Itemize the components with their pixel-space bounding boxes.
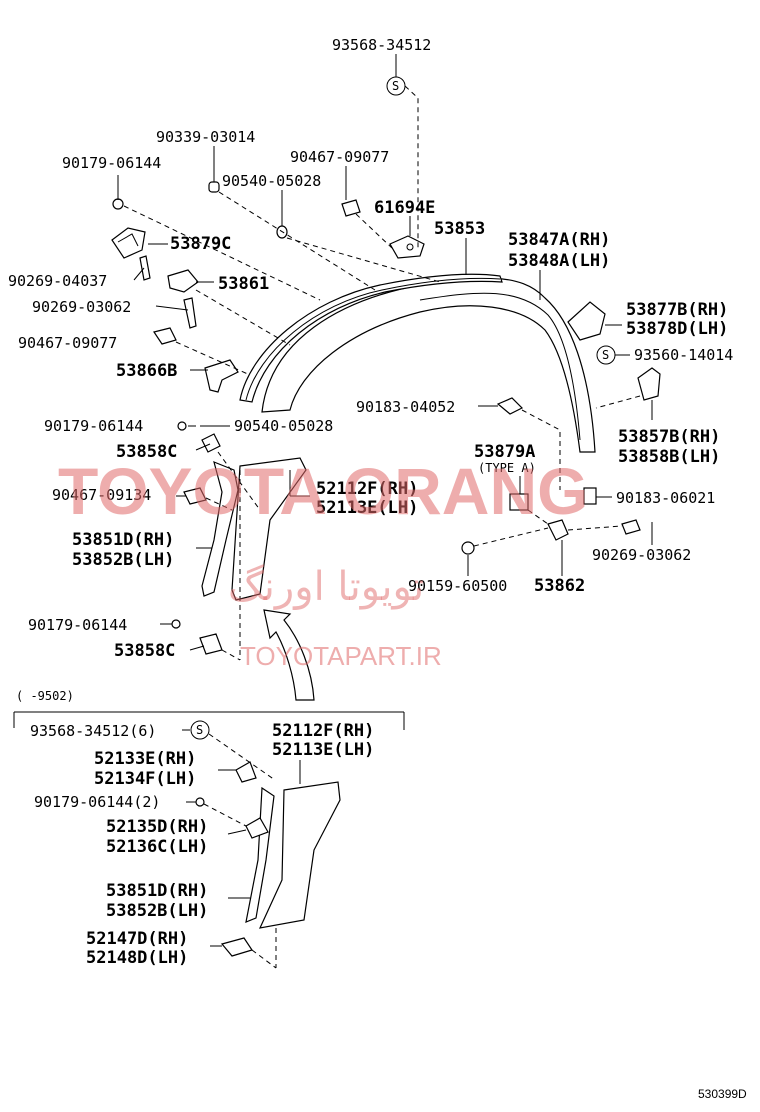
clip-53861 (167, 269, 199, 293)
label-90179-06144-2: 90179-06144(2) (34, 793, 160, 811)
s-mark-text: S (196, 723, 203, 737)
label-53852b-b: 53852B(LH) (106, 901, 208, 921)
label-53858c-b: 53858C (114, 641, 175, 661)
s-mark-text: S (392, 79, 399, 93)
seal-strip-upper (201, 460, 239, 597)
small-fasteners-top (112, 181, 361, 345)
s-mark-top: S (386, 76, 406, 96)
label-53858c: 53858C (116, 442, 177, 462)
label-53858b: 53858B(LH) (618, 447, 720, 467)
s-mark-lower: S (190, 720, 210, 740)
label-53866b: 53866B (116, 361, 177, 381)
label-53847a: 53847A(RH) (508, 230, 610, 250)
label-52134f: 52134F(LH) (94, 769, 196, 789)
watermark-site: TOYOTAPART.IR (240, 641, 442, 671)
diagram-code: 530399D (698, 1087, 747, 1101)
label-90179-06144: 90179-06144 (62, 154, 161, 172)
label-53852b: 53852B(LH) (72, 550, 174, 570)
label-53851d-b: 53851D(RH) (106, 881, 208, 901)
label-53877b: 53877B(RH) (626, 300, 728, 320)
watermark-latin: TOYOTA ORANG (58, 454, 588, 528)
part-number-labels: 93568-34512 90339-03014 90179-06144 9046… (8, 36, 747, 1101)
lower-clips (195, 761, 269, 957)
garnish-lower-52112f (258, 781, 341, 929)
label-52113e: 52113E(LH) (316, 498, 418, 518)
clip-90183-04052 (496, 397, 524, 415)
label-90159-60500: 90159-60500 (408, 577, 507, 595)
label-52136c: 52136C(LH) (106, 837, 208, 857)
label-52113e-b: 52113E(LH) (272, 740, 374, 760)
label-90183-04052: 90183-04052 (356, 398, 455, 416)
seal-strip-lower (245, 786, 275, 923)
label-90179-06144-b: 90179-06144 (44, 417, 143, 435)
watermark-persian: تویوتا اورنگ (228, 564, 424, 610)
retainer-53879c (111, 227, 146, 259)
label-61694e: 61694E (374, 198, 435, 218)
lower-group-bracket (13, 711, 405, 730)
bracket-53866b (204, 359, 239, 393)
label-range: ( -9502) (16, 689, 74, 703)
label-52112f-b: 52112F(RH) (272, 721, 374, 741)
label-52135d: 52135D(RH) (106, 817, 208, 837)
garnish-upper-52112f (231, 457, 307, 601)
clip-61694e (389, 235, 425, 259)
clips-middle-right (461, 487, 641, 555)
label-52147d: 52147D(RH) (86, 929, 188, 949)
label-53879c: 53879C (170, 234, 231, 254)
label-90269-04037: 90269-04037 (8, 272, 107, 290)
label-90467-09134: 90467-09134 (52, 486, 151, 504)
label-93560-14014: 93560-14014 (634, 346, 733, 364)
bracket-53857b (637, 367, 661, 401)
leader-lines (117, 54, 653, 969)
label-53879a: 53879A (474, 442, 535, 462)
label-90540-05028-b: 90540-05028 (234, 417, 333, 435)
label-53861: 53861 (218, 274, 269, 294)
label-53851d: 53851D(RH) (72, 530, 174, 550)
bracket-53877b (567, 301, 606, 341)
label-93568-34512: 93568-34512 (332, 36, 431, 54)
label-53862: 53862 (534, 576, 585, 596)
watermark: TOYOTA ORANG تویوتا اورنگ TOYOTAPART.IR (58, 454, 588, 671)
bolts-53858c (171, 421, 223, 655)
label-type-a: (TYPE A) (478, 461, 536, 475)
label-90269-03062: 90269-03062 (32, 298, 131, 316)
label-90179-06144-c: 90179-06144 (28, 616, 127, 634)
s-mark-text: S (602, 348, 609, 362)
label-90269-03062-b: 90269-03062 (592, 546, 691, 564)
label-90339-03014: 90339-03014 (156, 128, 255, 146)
label-52133e: 52133E(RH) (94, 749, 196, 769)
label-90183-06021: 90183-06021 (616, 489, 715, 507)
label-53857b: 53857B(RH) (618, 427, 720, 447)
label-93568-34512-6: 93568-34512(6) (30, 722, 156, 740)
label-90467-09077-b: 90467-09077 (18, 334, 117, 352)
label-53853: 53853 (434, 219, 485, 239)
label-53878d: 53878D(LH) (626, 319, 728, 339)
label-52112f: 52112F(RH) (316, 479, 418, 499)
label-90540-05028: 90540-05028 (222, 172, 321, 190)
direction-arrow (263, 609, 315, 701)
label-52148d: 52148D(LH) (86, 948, 188, 968)
s-mark-93560: S (596, 345, 616, 365)
label-53848a: 53848A(LH) (508, 251, 610, 271)
label-90467-09077: 90467-09077 (290, 148, 389, 166)
molding-strip-part (239, 273, 503, 403)
